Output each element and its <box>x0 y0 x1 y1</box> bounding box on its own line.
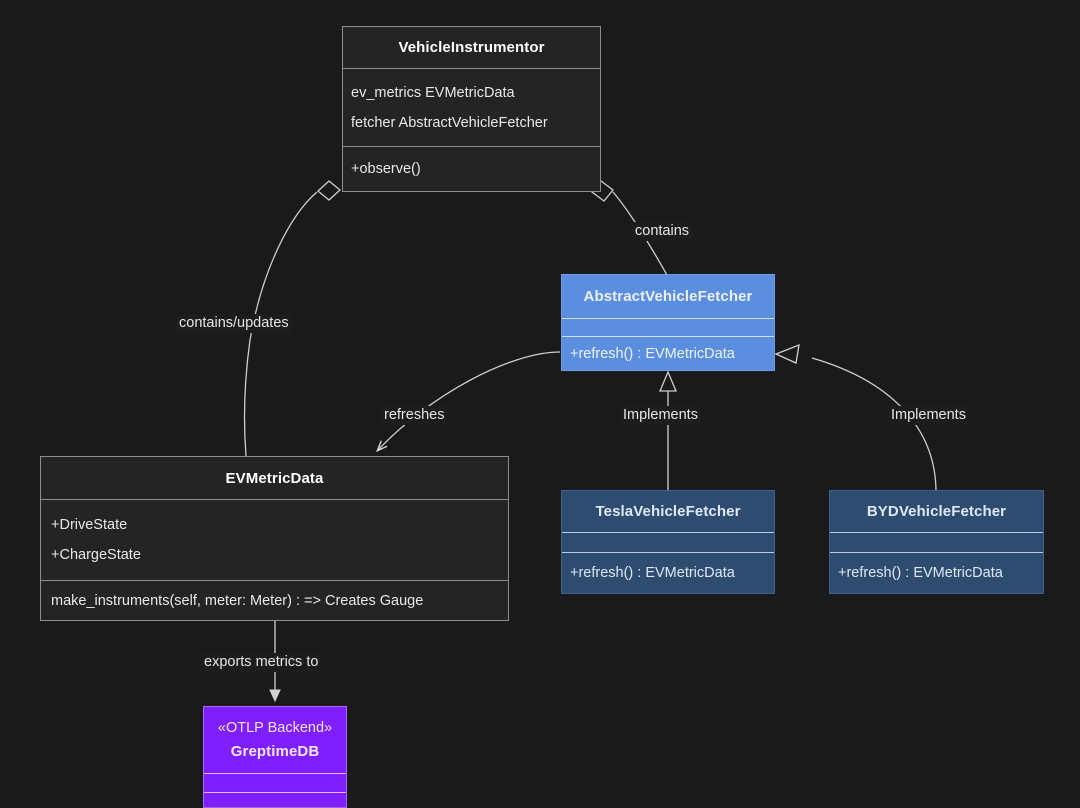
attribute-row: +DriveState <box>51 517 128 533</box>
class-attributes-compartment <box>830 532 1043 552</box>
class-methods-compartment: make_instruments(self, meter: Meter) : =… <box>41 580 508 620</box>
edge-label-contains: contains <box>632 222 693 241</box>
method-row: +observe() <box>351 161 421 177</box>
class-attributes-compartment <box>562 532 774 552</box>
class-methods-compartment <box>204 792 346 807</box>
attribute-row: fetcher AbstractVehicleFetcher <box>351 114 548 131</box>
edge-implements-tesla <box>659 370 677 492</box>
class-box-greptimedb[interactable]: «OTLP Backend» GreptimeDB <box>203 706 347 808</box>
edge-label-exports-metrics: exports metrics to <box>201 653 322 672</box>
class-name-byd-vehicle-fetcher: BYDVehicleFetcher <box>866 503 1007 520</box>
class-methods-compartment: +refresh() : EVMetricData <box>562 336 774 370</box>
class-methods-compartment: +refresh() : EVMetricData <box>562 552 774 593</box>
class-methods-compartment: +observe() <box>343 146 600 191</box>
class-title-compartment: EVMetricData <box>41 457 508 499</box>
class-box-ev-metric-data[interactable]: EVMetricData +DriveState +ChargeState ma… <box>40 456 509 621</box>
attribute-row: +ChargeState <box>51 547 141 563</box>
class-title-compartment: BYDVehicleFetcher <box>830 491 1043 532</box>
class-title-compartment: VehicleInstrumentor <box>343 27 600 68</box>
class-stereotype-greptimedb: «OTLP Backend» <box>217 720 333 736</box>
attribute-row: ev_metrics EVMetricData <box>351 84 515 101</box>
class-box-abstract-vehicle-fetcher[interactable]: AbstractVehicleFetcher +refresh() : EVMe… <box>561 274 775 371</box>
edge-label-contains-updates: contains/updates <box>176 314 292 333</box>
class-title-compartment: TeslaVehicleFetcher <box>562 491 774 532</box>
edge-label-refreshes: refreshes <box>381 406 448 425</box>
class-attributes-compartment <box>204 773 346 792</box>
class-box-tesla-vehicle-fetcher[interactable]: TeslaVehicleFetcher +refresh() : EVMetri… <box>561 490 775 594</box>
method-row: +refresh() : EVMetricData <box>838 565 1003 581</box>
class-attributes-compartment: ev_metrics EVMetricData fetcher Abstract… <box>343 68 600 146</box>
method-row: +refresh() : EVMetricData <box>570 565 735 581</box>
class-attributes-compartment <box>562 318 774 336</box>
class-name-abstract-vehicle-fetcher: AbstractVehicleFetcher <box>583 288 753 305</box>
method-row: make_instruments(self, meter: Meter) : =… <box>51 592 424 609</box>
class-name-tesla-vehicle-fetcher: TeslaVehicleFetcher <box>595 503 741 520</box>
class-name-greptimedb: GreptimeDB <box>230 743 320 760</box>
class-name-vehicle-instrumentor: VehicleInstrumentor <box>398 39 545 56</box>
class-box-byd-vehicle-fetcher[interactable]: BYDVehicleFetcher +refresh() : EVMetricD… <box>829 490 1044 594</box>
class-title-compartment: «OTLP Backend» GreptimeDB <box>204 707 346 773</box>
edge-refreshes <box>376 351 561 453</box>
edge-label-implements-tesla: Implements <box>620 406 701 425</box>
edge-label-implements-byd: Implements <box>888 406 969 425</box>
class-methods-compartment: +refresh() : EVMetricData <box>830 552 1043 593</box>
method-row: +refresh() : EVMetricData <box>570 345 735 362</box>
class-attributes-compartment: +DriveState +ChargeState <box>41 499 508 580</box>
class-title-compartment: AbstractVehicleFetcher <box>562 275 774 318</box>
class-name-ev-metric-data: EVMetricData <box>225 469 324 487</box>
class-box-vehicle-instrumentor[interactable]: VehicleInstrumentor ev_metrics EVMetricD… <box>342 26 601 192</box>
